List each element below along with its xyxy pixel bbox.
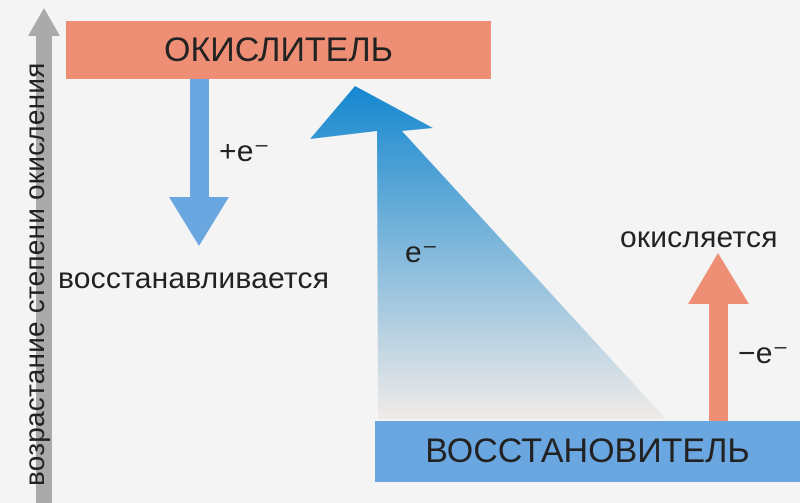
electron-loss-label: −e⁻ [738,337,789,370]
electron-loss-arrow-icon [688,253,749,421]
axis-label: возрастание степени окисления [19,62,50,486]
reducer-process-label: окисляется [620,221,778,254]
reducer-box: ВОССТАНОВИТЕЛЬ [375,421,800,482]
electron-gain-arrow-icon [169,79,229,246]
oxidizer-label: ОКИСЛИТЕЛЬ [164,30,393,69]
reducer-label: ВОССТАНОВИТЕЛЬ [425,432,750,470]
oxidizer-box: ОКИСЛИТЕЛЬ [66,21,491,79]
electron-gain-label: +e⁻ [219,135,270,168]
oxidation-axis-arrow-icon [28,8,60,503]
oxidizer-process-label: восстанавливается [58,262,330,295]
electron-transfer-label: e⁻ [405,236,438,269]
electron-transfer-arrow-icon [310,86,666,419]
